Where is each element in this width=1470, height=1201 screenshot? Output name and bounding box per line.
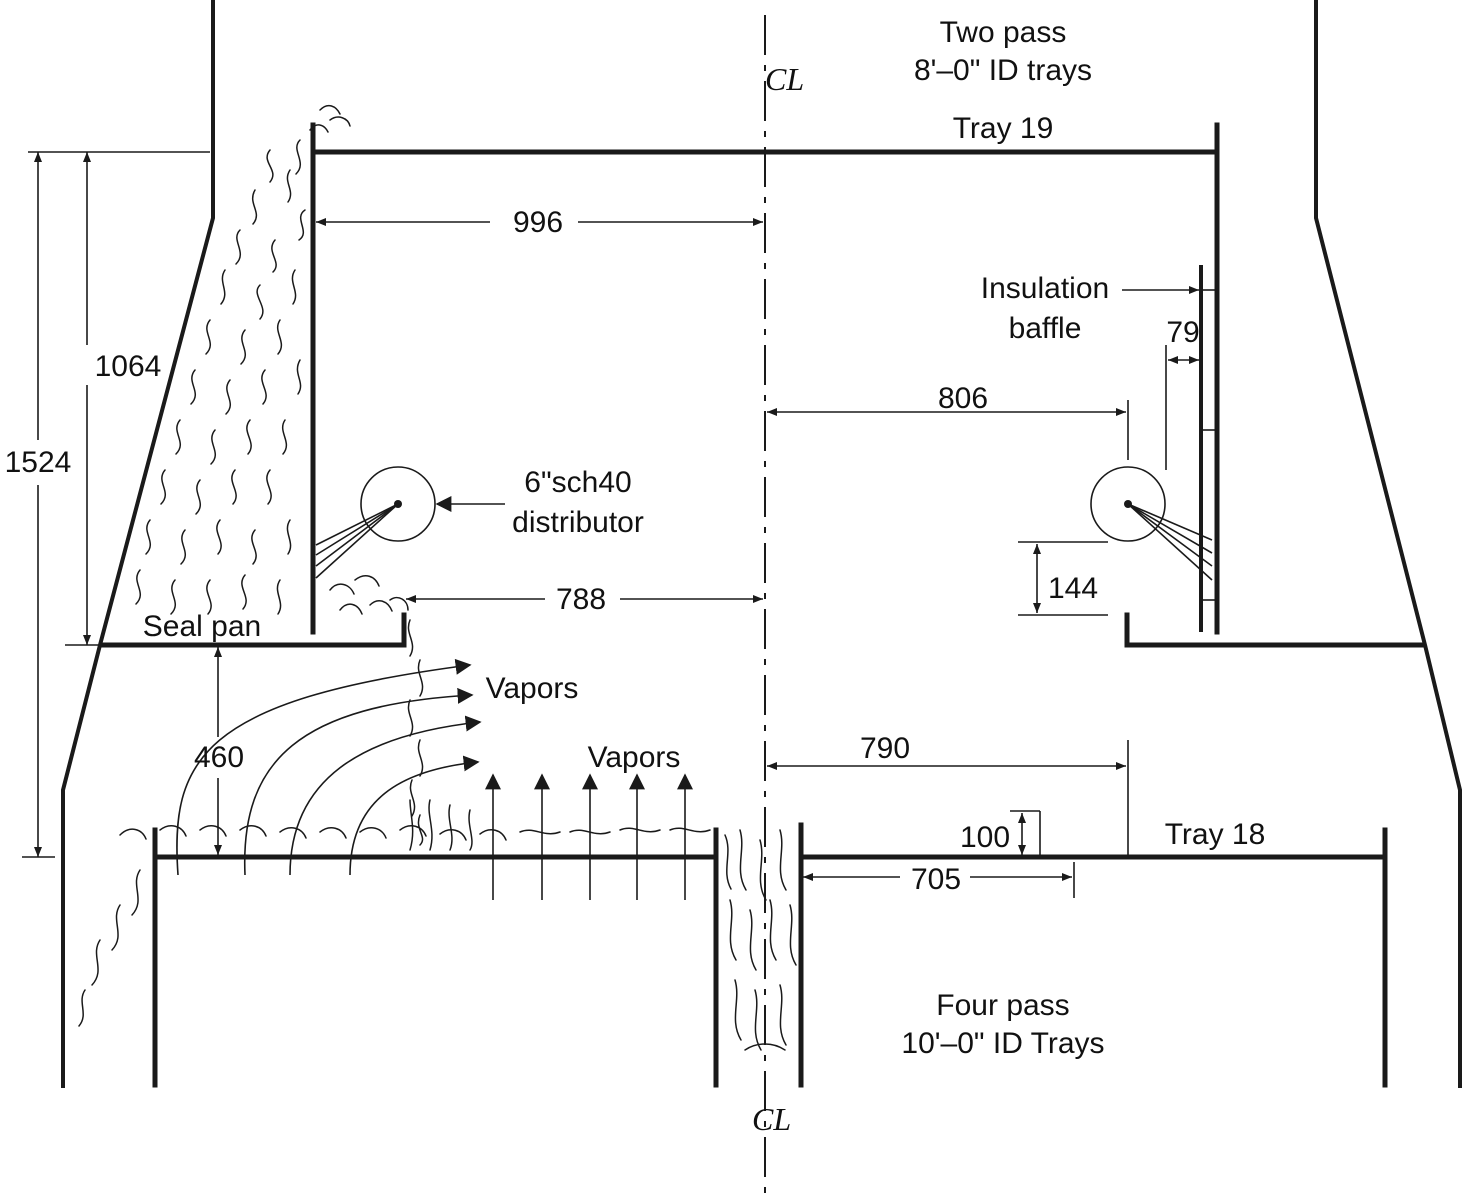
dim-144-label: 144 <box>1048 572 1098 605</box>
distributor-left <box>315 466 436 579</box>
dim-1064 <box>65 152 100 646</box>
tray-18-label: Tray 18 <box>1165 818 1266 851</box>
vapor-flow-lines <box>176 658 693 900</box>
dim-1064-label: 1064 <box>95 350 162 383</box>
distributor-label-2: distributor <box>512 506 644 539</box>
dim-790-label: 790 <box>860 732 910 765</box>
dim-100-label: 100 <box>960 821 1010 854</box>
bottom-section-label-1: Four pass <box>936 989 1069 1022</box>
seal-pan-label: Seal pan <box>143 610 261 643</box>
dim-806-label: 806 <box>938 382 988 415</box>
dim-79 <box>1165 345 1199 470</box>
vapors-label-2: Vapors <box>588 741 681 774</box>
dim-790 <box>767 740 1129 857</box>
top-section-label-2: 8'–0" ID trays <box>914 54 1092 87</box>
dim-100 <box>1010 810 1041 857</box>
dim-144 <box>1018 541 1108 616</box>
dim-806 <box>767 400 1129 460</box>
vapors-label-1: Vapors <box>486 672 579 705</box>
centerline-symbol-bottom: CL <box>752 1101 791 1137</box>
distributor-right <box>1090 466 1213 581</box>
shell-right-wall <box>1314 0 1462 1088</box>
dim-996-label: 996 <box>513 206 563 239</box>
dim-705-label: 705 <box>911 863 961 896</box>
froth-downcomer <box>135 104 424 846</box>
top-section-label-1: Two pass <box>940 16 1067 49</box>
shell-left-wall <box>61 0 215 1088</box>
right-seal-pan <box>1124 612 1426 648</box>
dim-705 <box>803 862 1075 898</box>
dim-1524 <box>22 151 210 858</box>
dim-788-label: 788 <box>556 583 606 616</box>
dim-460-label: 460 <box>194 741 244 774</box>
insulation-label-1: Insulation <box>981 272 1109 305</box>
tray-19-label: Tray 19 <box>953 112 1054 145</box>
seal-pan <box>100 612 407 648</box>
froth-tray-18 <box>78 799 797 1051</box>
centerline-symbol-top: CL <box>765 61 804 97</box>
bottom-section-label-2: 10'–0" ID Trays <box>901 1027 1104 1060</box>
dim-79-label: 79 <box>1166 316 1199 349</box>
dim-1524-label: 1524 <box>5 446 72 479</box>
distributor-label-1: 6"sch40 <box>524 466 631 499</box>
insulation-label-2: baffle <box>1009 312 1082 345</box>
